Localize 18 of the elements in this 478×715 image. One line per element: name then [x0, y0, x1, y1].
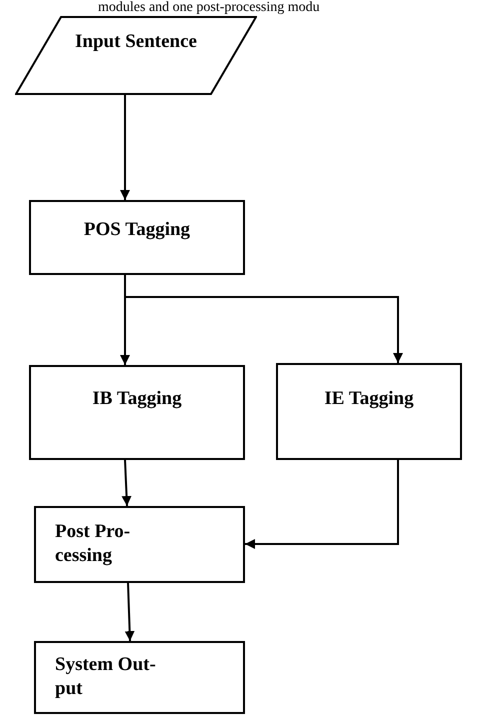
node-label: IB Tagging: [91, 387, 183, 411]
arrow: [122, 460, 132, 506]
process-box: [34, 641, 245, 714]
input-parallelogram: [15, 16, 257, 95]
node-label: POS Tagging: [82, 218, 192, 242]
node-label: System Out- put: [55, 653, 157, 701]
node-label: Input Sentence: [74, 30, 198, 54]
node-label: IE Tagging: [323, 387, 415, 411]
arrow: [245, 460, 399, 549]
node-label: Post Pro- cessing: [55, 520, 132, 568]
process-box: [29, 200, 245, 275]
arrow: [120, 95, 130, 200]
process-box: [34, 506, 245, 583]
process-box: [29, 365, 245, 460]
arrow: [124, 275, 403, 363]
body-text: modules and one post-processing modu: [98, 0, 320, 15]
process-box: [276, 363, 462, 460]
arrow: [124, 582, 135, 642]
